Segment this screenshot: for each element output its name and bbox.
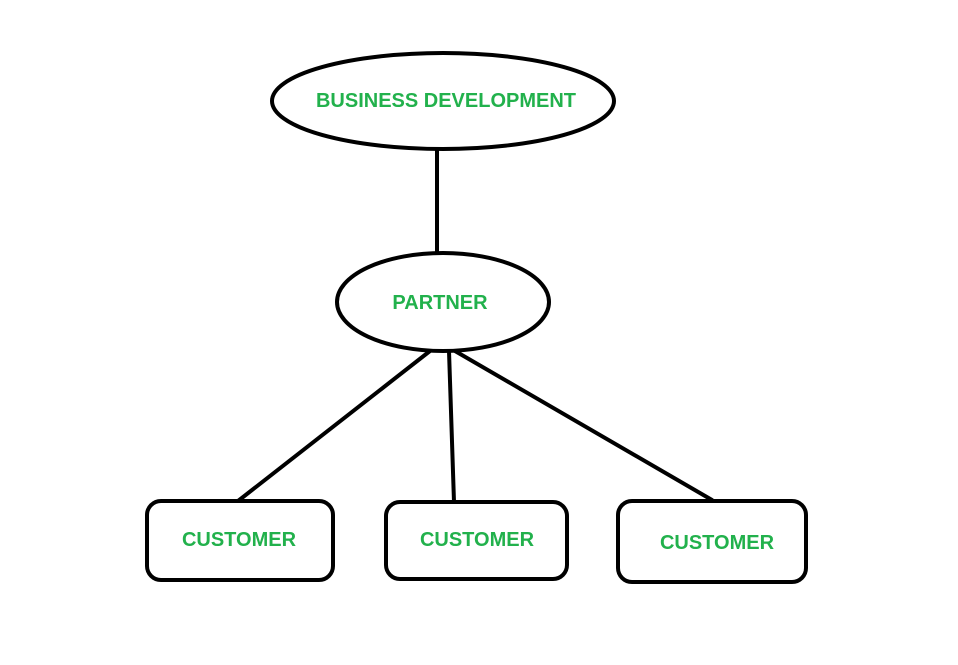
node-customer-1: CUSTOMER (145, 499, 335, 582)
edge-partner-to-customer-1 (236, 349, 432, 503)
node-customer-2: CUSTOMER (384, 500, 569, 581)
customer-2-label: CUSTOMER (420, 529, 535, 551)
edge-partner-to-customer-2 (447, 349, 456, 504)
partner-label: PARTNER (392, 292, 488, 314)
customer-2-box (384, 500, 569, 581)
business-development-label: BUSINESS DEVELOPMENT (316, 90, 576, 112)
partner-ellipse (335, 251, 551, 353)
node-customer-3: CUSTOMER (616, 499, 808, 584)
node-partner: PARTNER (335, 251, 551, 353)
business-development-ellipse (270, 51, 616, 151)
edge-partner-to-customer-3 (453, 349, 714, 502)
customer-3-box (616, 499, 808, 584)
customer-1-label: CUSTOMER (182, 529, 297, 551)
customer-3-label: CUSTOMER (660, 532, 775, 554)
node-business-development: BUSINESS DEVELOPMENT (270, 51, 616, 151)
customer-1-box (145, 499, 335, 582)
